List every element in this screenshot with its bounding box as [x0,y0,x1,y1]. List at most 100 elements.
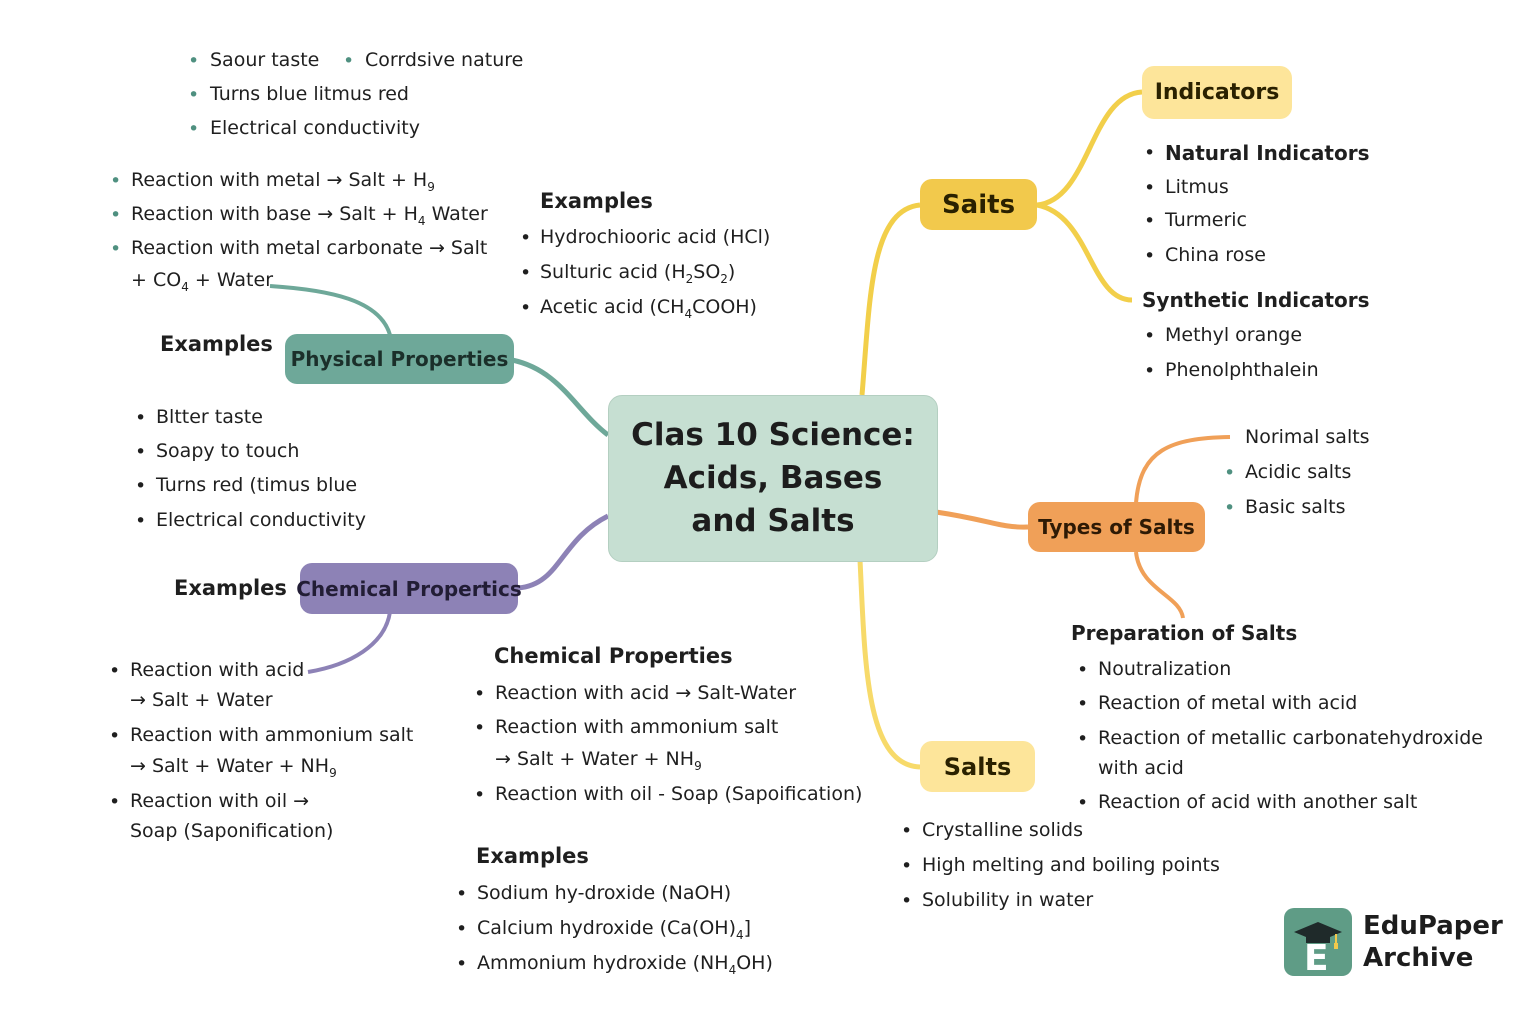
synthetic-indicators-heading: Synthetic Indicators [1142,288,1370,312]
bullet-dot: • [1077,728,1089,750]
base-prop-soapy: Soapy to touch [156,440,300,462]
bullet-dot: • [456,883,468,905]
center-title-line-3: and Salts [691,503,855,539]
acid-examples-heading: Examples [540,189,653,213]
bullet-dot: • [1077,792,1089,814]
indicator-methyl-orange: Methyl orange [1165,324,1303,346]
bullet-dot: • [1077,693,1089,715]
acid-reaction-metal: Reaction with metal → Salt + H9 [131,169,435,194]
base-prop-litmus: Turns red (timus blue [156,474,358,496]
bullet-dot: • [1144,210,1156,232]
bullet-dot: • [135,510,147,532]
bullet-dot: • [188,118,200,140]
salt-prop-crystalline: Crystalline solids [922,819,1083,841]
saits-node[interactable]: Saits [920,179,1037,230]
bullet-dot: • [109,725,121,747]
types-of-salts-node[interactable]: Types of Salts [1028,502,1205,552]
chem-prop-ammonium: Reaction with ammonium salt [495,716,779,738]
physical-examples-label: Examples [160,332,273,356]
center-title-line-2: Acids, Bases [663,460,883,496]
bullet-dot: • [901,855,913,877]
base-prop-conductivity: Electrical conductivity [156,509,366,531]
acid-example-acetic: Acetic acid (CH4COOH) [540,296,757,321]
bullet-dot: • [1144,177,1156,199]
center-title-node[interactable]: Clas 10 Science: Acids, Bases and Salts [608,395,938,562]
prep-acid-salt: Reaction of acid with another salt [1098,791,1418,813]
base-examples-heading: Examples [476,844,589,868]
bullet-dot: • [901,820,913,842]
salt-type-normal: Norimal salts [1245,426,1370,448]
bullet-dot: • [135,475,147,497]
acid-example-hcl: Hydrochioоric acid (HCl) [540,226,771,248]
bullet-dot: • [188,50,200,72]
base-reaction-ammonium: Reaction with ammonium salt [130,724,414,746]
salt-prop-solubility: Solubility in water [922,889,1094,911]
acid-reaction-base: Reaction with base → Salt + H4 Water [131,203,488,228]
bullet-dot: • [901,890,913,912]
bullet-dot: • [520,297,532,319]
base-reaction-oil-cont: Soap (Saponification) [130,820,334,842]
graduation-cap-icon [1294,922,1342,949]
base-reaction-acid: Reaction with acid [130,659,305,681]
salts-node[interactable]: Salts [920,741,1035,792]
bullet-dot: • [474,717,486,739]
bullet-dot: • [110,170,122,192]
chem-props-heading: Chemical Properties [494,644,733,668]
acid-prop-sour-taste: Saour taste [210,49,320,71]
base-reaction-oil: Reaction with oil → [130,790,310,812]
base-example-naoh: Sodium hy-droxide (NaOH) [477,882,732,904]
bullet-dot: • [1224,462,1236,484]
prep-carbonate: Reaction of metallic carbonatehydroxide [1098,727,1483,749]
prep-neutralization: Noutralization [1098,658,1232,680]
bullet-dot: • [520,227,532,249]
physical-properties-node[interactable]: Physical Properties [285,334,514,384]
bullet-dot: • [1224,497,1236,519]
base-example-nh4oh: Ammonium hydroxide (NH4OH) [477,952,773,977]
acid-example-sulfuric: Sulturic acid (H2SO2) [540,261,736,286]
acid-prop-corrosive: Corrdsive nature [365,49,524,71]
bullet-dot: • [456,953,468,975]
bullet-dot: • [474,683,486,705]
bullet-dot: • [1144,325,1156,347]
acid-prop-conductivity: Electrical conductivity [210,117,420,139]
salt-type-basic: Basic salts [1245,496,1346,518]
chem-prop-oil: Reaction with oil - Soap (Sapoification) [495,783,863,805]
bullet-dot: • [135,441,147,463]
acid-prop-litmus: Turns blue litmus red [210,83,409,105]
chem-prop-acid: Reaction with acid → Salt-Water [495,682,797,704]
bullet-dot: • [110,204,122,226]
bullet-dot: • [474,784,486,806]
base-reaction-ammonium-cont: → Salt + Water + NH9 [130,755,337,780]
bullet-dot: • [1077,659,1089,681]
bullet-dot: • [1144,142,1156,164]
bullet-dot: • [520,262,532,284]
indicator-china-rose: China rose [1165,244,1266,266]
acid-reaction-carbonate: Reaction with metal carbonate → Salt [131,237,488,259]
indicator-litmus: Litmus [1165,176,1229,198]
indicators-node[interactable]: Indicators [1142,66,1292,119]
prep-metal-acid: Reaction of metal with acid [1098,692,1358,714]
chemical-examples-label: Examples [174,576,287,600]
logo-text-line-1: EduPaper [1363,911,1503,941]
chem-prop-ammonium-cont: → Salt + Water + NH9 [495,748,702,773]
bullet-dot: • [343,50,355,72]
salt-prop-melting: High melting and boiling points [922,854,1220,876]
salt-type-acidic: Acidic salts [1245,461,1352,483]
base-reaction-acid-cont: → Salt + Water [130,689,273,711]
logo-text-line-2: Archive [1363,943,1474,973]
bullet-dot: • [1144,245,1156,267]
bullet-dot: • [135,407,147,429]
prep-carbonate-cont: with acid [1098,757,1184,779]
chemical-properties-node[interactable]: Chemical Propertics [296,563,522,614]
base-example-caoh: Calcium hydroxide (Ca(OH)4] [477,917,752,942]
indicator-phenolphthalein: Phenolphthalein [1165,359,1319,381]
center-title-line-1: Clas 10 Science: [631,417,915,453]
bullet-dot: • [456,918,468,940]
indicator-turmeric: Turmeric [1165,209,1247,231]
logo-mark: E [1284,908,1352,979]
natural-indicators-heading: Natural Indicators [1165,141,1370,165]
acid-reaction-carbonate-cont: + CO4 + Water [131,269,273,294]
bullet-dot: • [110,238,122,260]
base-prop-bitter: Bltter taste [156,406,263,428]
